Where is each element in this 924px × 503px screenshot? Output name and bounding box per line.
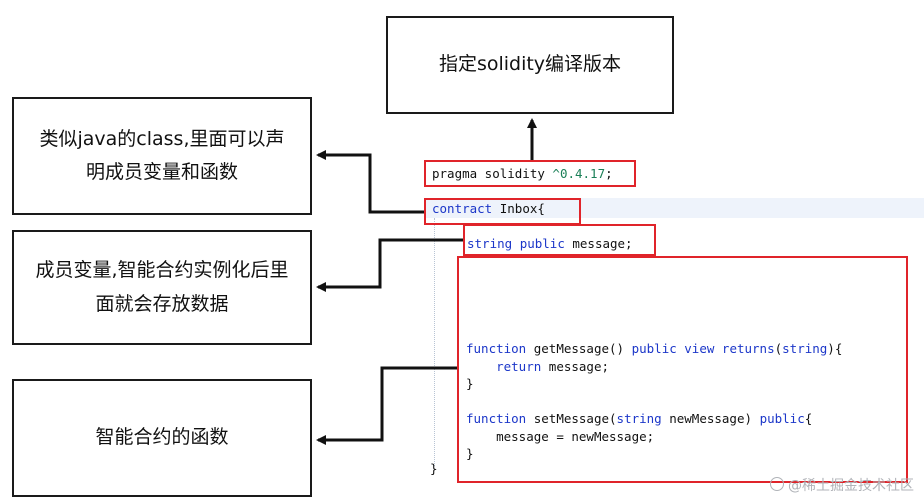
compiler-version-box: 指定solidity编译版本 <box>386 16 674 114</box>
contract-class-box: 类似java的class,里面可以声明成员变量和函数 <box>12 97 312 215</box>
state-variable-label: 成员变量,智能合约实例化后里面就会存放数据 <box>35 259 289 315</box>
arrow-to-class-box <box>316 150 424 214</box>
set-message-function: function setMessage(string newMessage) p… <box>466 411 813 461</box>
contract-close-brace: } <box>430 461 438 476</box>
state-var-highlight <box>463 224 656 256</box>
contract-functions-label: 智能合约的函数 <box>95 426 229 449</box>
compiler-version-label: 指定solidity编译版本 <box>438 53 622 76</box>
contract-line: contract Inbox{ <box>432 201 545 216</box>
state-var-line: string public message; <box>467 236 633 251</box>
state-variable-box: 成员变量,智能合约实例化后里面就会存放数据 <box>12 230 312 345</box>
arrow-to-state-box <box>316 238 463 292</box>
contract-functions-box: 智能合约的函数 <box>12 379 312 497</box>
editor-current-line <box>424 198 924 218</box>
watermark: @稀土掘金技术社区 <box>770 475 914 495</box>
juejin-logo-icon <box>770 477 784 491</box>
contract-class-label: 类似java的class,里面可以声明成员变量和函数 <box>39 127 285 183</box>
functions-highlight <box>457 256 908 483</box>
get-message-function: function getMessage() public view return… <box>466 341 843 391</box>
arrow-to-functions-box <box>316 366 457 445</box>
editor-fold-guide <box>434 218 435 466</box>
pragma-line: pragma solidity ^0.4.17; <box>432 166 613 181</box>
pragma-highlight <box>424 160 636 187</box>
